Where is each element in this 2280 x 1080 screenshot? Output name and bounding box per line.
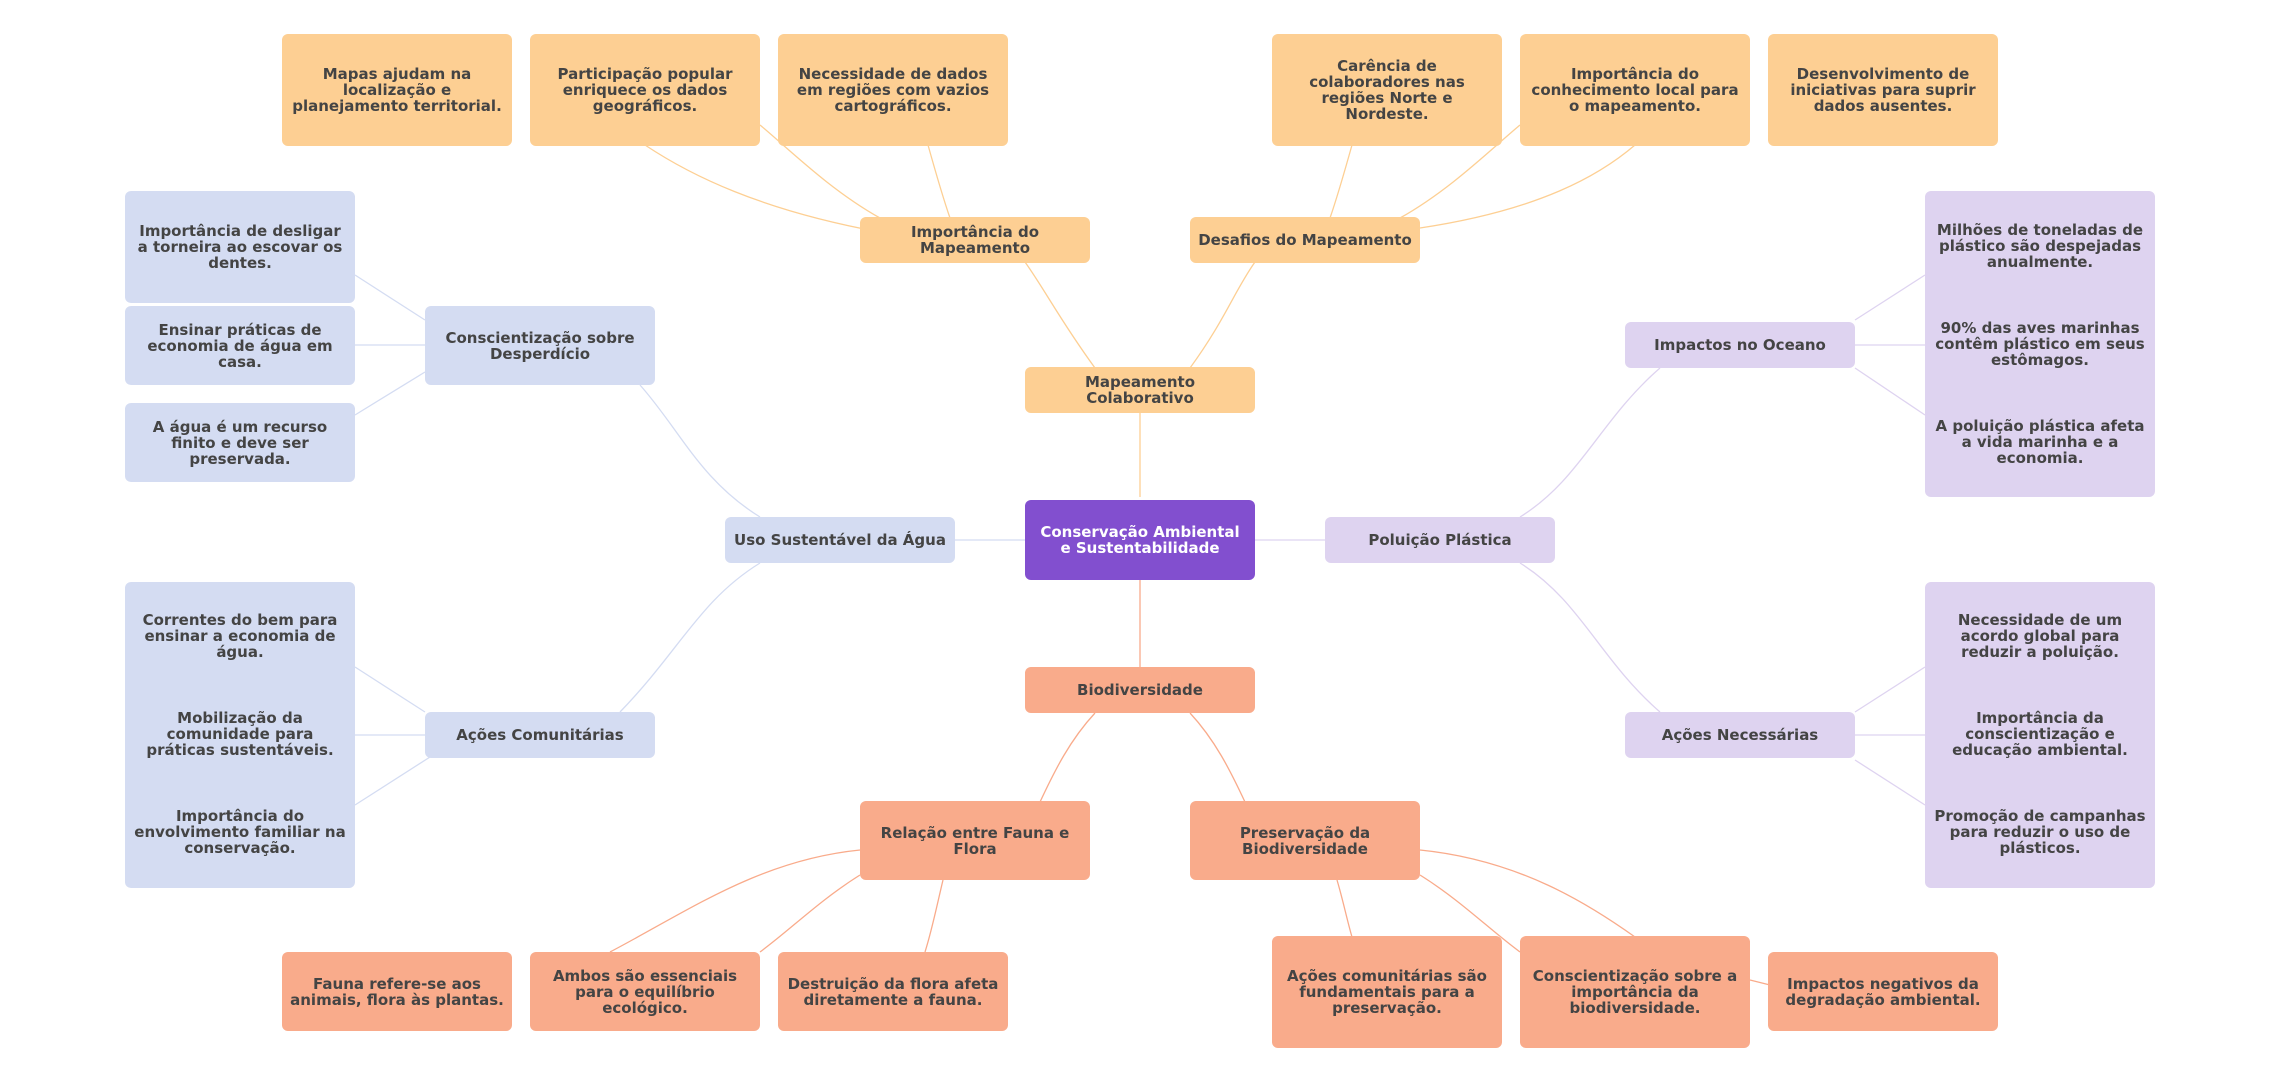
leaf-relacao-3[interactable]: Destruição da flora afeta diretamente a … (778, 952, 1008, 1031)
leaf-conscientizacao-1[interactable]: Importância de desligar a torneira ao es… (125, 191, 355, 303)
edge-mapeamento-desafios (1189, 261, 1256, 369)
edge-relacao-1 (609, 849, 861, 953)
node-biodiversidade[interactable]: Biodiversidade (1025, 667, 1255, 713)
node-conscientizacao-desperdicio[interactable]: Conscientização sobre Desperdício (425, 306, 655, 385)
leaf-acoes-agua-3[interactable]: Importância do envolvimento familiar na … (134, 807, 346, 857)
edge-preservacao-1 (1336, 879, 1353, 938)
edge-relacao-2 (759, 874, 861, 953)
root-node[interactable]: Conservação Ambiental e Sustentabilidade (1025, 500, 1255, 580)
edge-preservacao-3 (1419, 849, 1636, 938)
edge-preservacao-3b (1749, 979, 1771, 986)
leaf-acoes-agua-2[interactable]: Mobilização da comunidade para práticas … (146, 709, 334, 759)
leaf-conscientizacao-2[interactable]: Ensinar práticas de economia de água em … (125, 306, 355, 385)
leaf-desafios-2[interactable]: Importância do conhecimento local para o… (1520, 34, 1750, 146)
edge-acoes-plastico-1 (1854, 666, 1926, 713)
leaf-impactos-2[interactable]: 90% das aves marinhas contêm plástico em… (1935, 319, 2145, 369)
edge-plastico-impactos (1519, 367, 1661, 518)
node-preservacao-biodiversidade[interactable]: Preservação da Biodiversidade (1190, 801, 1420, 880)
node-desafios-mapeamento[interactable]: Desafios do Mapeamento (1190, 217, 1420, 263)
leaf-importancia-1[interactable]: Mapas ajudam na localização e planejamen… (282, 34, 512, 146)
leaf-preservacao-3[interactable]: Impactos negativos da degradação ambient… (1768, 952, 1998, 1031)
edge-bio-preservacao (1189, 712, 1246, 803)
edge-conscientizacao-3 (354, 371, 426, 416)
leaf-acoes-plastico-1[interactable]: Necessidade de um acordo global para red… (1957, 611, 2123, 661)
edge-preservacao-2 (1419, 874, 1521, 953)
leaf-acoes-plastico-2[interactable]: Importância da conscientização e educaçã… (1952, 709, 2128, 759)
node-mapeamento-colaborativo[interactable]: Mapeamento Colaborativo (1025, 367, 1255, 413)
leaf-conscientizacao-3[interactable]: A água é um recurso finito e deve ser pr… (125, 403, 355, 482)
leaf-impactos-1[interactable]: Milhões de toneladas de plástico são des… (1936, 221, 2144, 271)
node-poluicao-plastica[interactable]: Poluição Plástica (1325, 517, 1555, 563)
node-acoes-necessarias[interactable]: Ações Necessárias (1625, 712, 1855, 758)
leaf-acoes-plastico-3[interactable]: Promoção de campanhas para reduzir o uso… (1934, 807, 2146, 857)
leaf-preservacao-2[interactable]: Conscientização sobre a importância da b… (1520, 936, 1750, 1048)
leaf-group-acoes-plastico: Necessidade de um acordo global para red… (1925, 582, 2155, 888)
edge-relacao-3 (924, 879, 944, 953)
edge-acoes-agua-3 (354, 756, 431, 806)
leaf-importancia-3[interactable]: Necessidade de dados em regiões com vazi… (778, 34, 1008, 146)
leaf-desafios-1[interactable]: Carência de colaboradores nas regiões No… (1272, 34, 1502, 146)
leaf-importancia-2[interactable]: Participação popular enriquece os dados … (530, 34, 760, 146)
leaf-desafios-3[interactable]: Desenvolvimento de iniciativas para supr… (1768, 34, 1998, 146)
leaf-preservacao-1[interactable]: Ações comunitárias são fundamentais para… (1272, 936, 1502, 1048)
node-acoes-comunitarias[interactable]: Ações Comunitárias (425, 712, 655, 758)
leaf-acoes-agua-1[interactable]: Correntes do bem para ensinar a economia… (142, 611, 338, 661)
edge-importancia-1 (644, 144, 881, 233)
leaf-impactos-3[interactable]: A poluição plástica afeta a vida marinha… (1935, 417, 2145, 467)
edge-importancia-2 (759, 124, 881, 219)
edge-bio-relacao (1039, 712, 1096, 803)
edge-acoes-plastico-3 (1854, 759, 1926, 806)
node-uso-sustentavel-agua[interactable]: Uso Sustentável da Água (725, 517, 955, 563)
leaf-group-impactos: Milhões de toneladas de plástico são des… (1925, 191, 2155, 497)
edge-agua-conscientizacao (639, 384, 761, 518)
edge-impactos-1 (1854, 274, 1926, 321)
edge-impactos-3 (1854, 367, 1926, 416)
edge-desafios-3 (1419, 144, 1636, 229)
node-impactos-oceano[interactable]: Impactos no Oceano (1625, 322, 1855, 368)
edge-conscientizacao-1 (354, 274, 426, 321)
edge-plastico-acoes (1519, 562, 1661, 713)
edge-desafios-1 (1329, 144, 1353, 219)
edge-importancia-3 (927, 144, 951, 219)
edge-acoes-agua-1 (354, 666, 426, 713)
leaf-relacao-2[interactable]: Ambos são essenciais para o equilíbrio e… (530, 952, 760, 1031)
edge-mapeamento-importancia (1024, 261, 1096, 369)
node-importancia-mapeamento[interactable]: Importância do Mapeamento (860, 217, 1090, 263)
leaf-group-acoes-agua: Correntes do bem para ensinar a economia… (125, 582, 355, 888)
edge-desafios-2 (1399, 124, 1521, 219)
leaf-relacao-1[interactable]: Fauna refere-se aos animais, flora às pl… (282, 952, 512, 1031)
edge-agua-acoes (619, 562, 761, 713)
node-relacao-fauna-flora[interactable]: Relação entre Fauna e Flora (860, 801, 1090, 880)
